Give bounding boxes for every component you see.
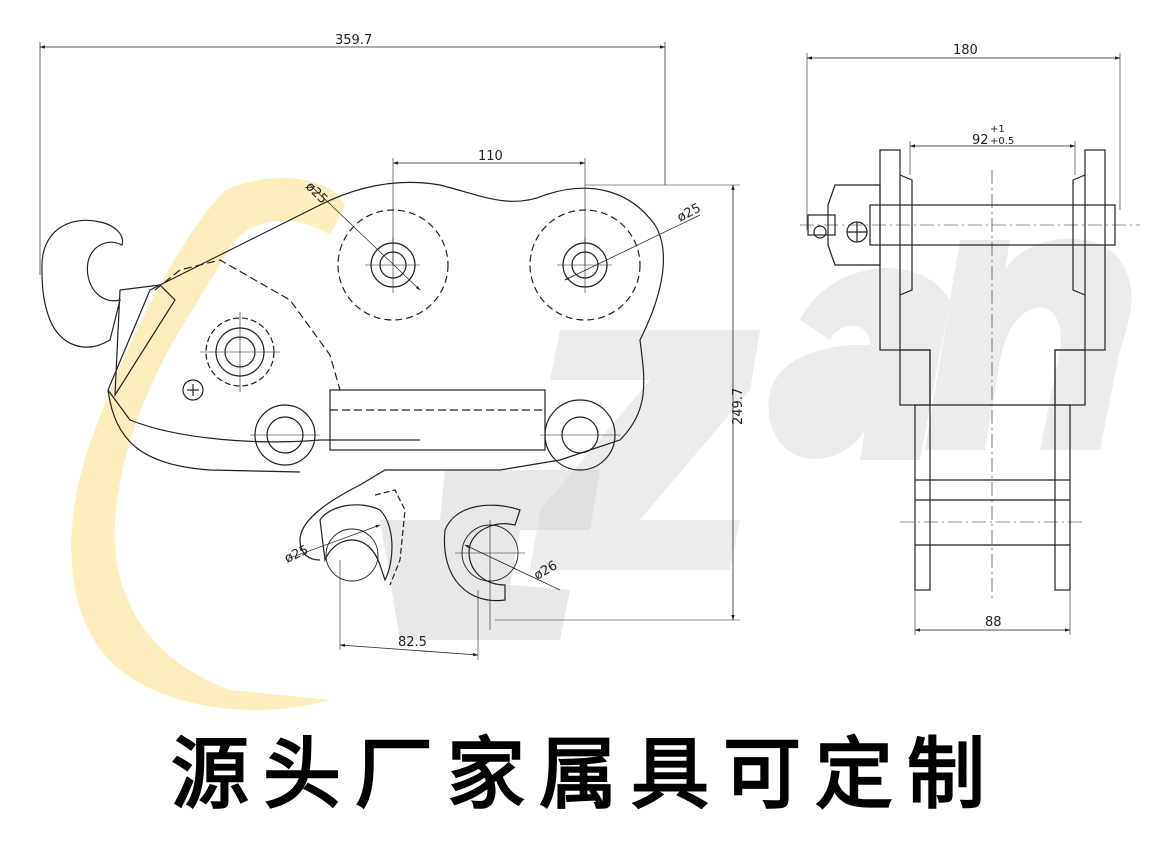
hydraulic-cylinder: [114, 259, 341, 401]
watermark-grey-a: [768, 267, 950, 460]
lower-plate-left: [914, 404, 931, 591]
dim-front-overall-width: 180: [953, 43, 978, 58]
watermark-grey-z: [530, 330, 760, 570]
dim-height: 249.7: [731, 388, 746, 425]
side-plate-right: [1084, 149, 1106, 351]
lift-hook: [41, 219, 124, 348]
watermark-yellow-swoosh: [71, 178, 345, 710]
upper-pin-boss-left: [337, 209, 449, 321]
front-jaw-hook: [443, 504, 521, 602]
dim-lower-spacing: 82.5: [398, 635, 427, 650]
upper-pin-boss-right: [529, 209, 641, 321]
front-view: 180 92 +1 +0.5: [800, 43, 1140, 635]
promo-banner: 源头厂家属具可定制: [170, 730, 999, 820]
cylinder-rod: [329, 389, 546, 451]
coupler-body-outline: [107, 181, 664, 561]
watermark-grey-n: [925, 238, 1132, 450]
lower-plate-right: [1054, 404, 1071, 591]
dim-lower-pin-dia: ø25: [282, 543, 311, 567]
watermark: [71, 178, 1132, 710]
dim-pin-dia-right: ø25: [675, 201, 704, 226]
lower-latch: [319, 504, 393, 582]
pin-head: [827, 184, 881, 266]
dim-overall-width: 359.7: [335, 33, 372, 48]
dim-inner-tol-upper: +1: [990, 124, 1005, 135]
dim-inner-width: 92: [972, 133, 989, 148]
dim-inner-tol-lower: +0.5: [990, 136, 1014, 147]
dim-bottom-width: 88: [985, 615, 1002, 630]
side-view: 359.7 110 249.7 ø25 ø25: [39, 33, 746, 660]
dim-pin-spacing: 110: [478, 149, 503, 164]
